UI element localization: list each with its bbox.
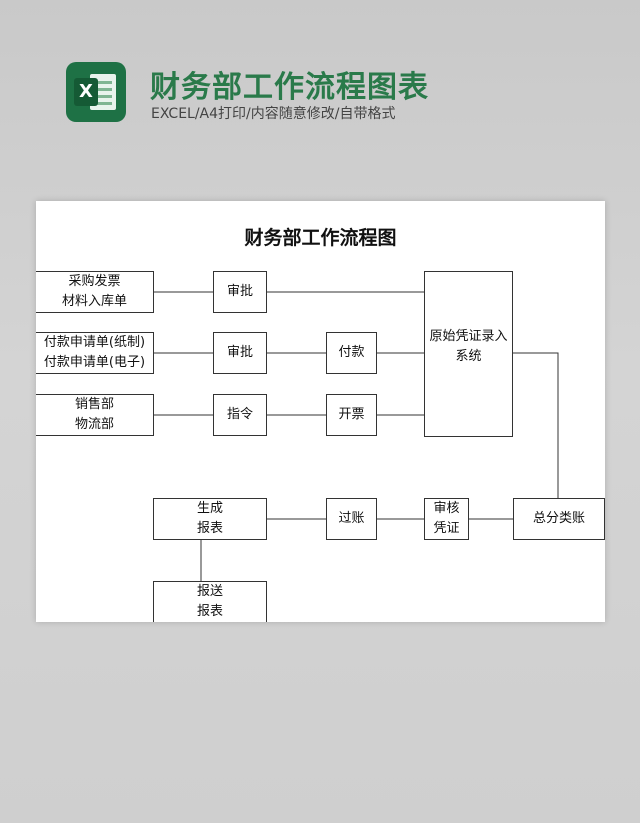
node-label: 付款 [338,345,365,360]
node-general-ledger: 总分类账 [513,498,605,540]
node-label: 付款申请单(电子) [43,355,146,370]
node-pay: 付款 [326,332,377,374]
node-purchase-invoice: 采购发票材料入库单 [36,271,154,313]
node-label: 材料入库单 [61,294,127,309]
node-label: 开票 [338,407,365,422]
node-label: 生成 [196,501,223,516]
document-preview: 财务部工作流程图 采购发票材料入库单 付款申请单(纸制) 付款申请单(电子) 销售… [36,201,605,622]
node-label: 过账 [338,511,365,526]
node-label: 采购发票 [68,274,121,289]
node-label: 报表 [196,521,223,536]
node-label: 报送 [196,584,223,599]
excel-logo-icon: X [66,62,126,122]
node-approve-1: 审批 [213,271,267,313]
connector-lines [153,291,559,581]
node-label: 凭证 [433,521,460,536]
node-label: 原始凭证录入 [429,329,508,344]
node-review-voucher: 审核凭证 [424,498,469,540]
node-posting: 过账 [326,498,377,540]
document-title: 财务部工作流程图 [244,227,397,249]
node-instruction: 指令 [213,394,267,436]
excel-x-mark: X [74,78,98,106]
node-label: 审批 [226,284,253,299]
page-subtitle: EXCEL/A4打印/内容随意修改/自带格式 [151,106,396,122]
node-generate-report: 生成报表 [153,498,267,540]
node-label: 报表 [196,604,223,619]
page-title: 财务部工作流程图表 [150,70,429,105]
node-label: 系统 [455,349,482,364]
node-label: 审核 [433,501,460,516]
node-approve-2: 审批 [213,332,267,374]
node-label: 总分类账 [532,511,585,526]
node-label: 物流部 [74,417,114,432]
node-submit-report: 报送报表 [153,581,267,622]
node-payment-request: 付款申请单(纸制) 付款申请单(电子) [36,332,154,374]
node-sales-logistics: 销售部物流部 [36,394,154,436]
node-label: 付款申请单(纸制) [43,335,146,350]
node-label: 销售部 [74,397,114,412]
node-label: 指令 [226,407,253,422]
connector-voucher-ledger [513,352,559,498]
node-invoice: 开票 [326,394,377,436]
node-voucher-system: 原始凭证录入系统 [424,271,513,437]
node-label: 审批 [226,345,253,360]
